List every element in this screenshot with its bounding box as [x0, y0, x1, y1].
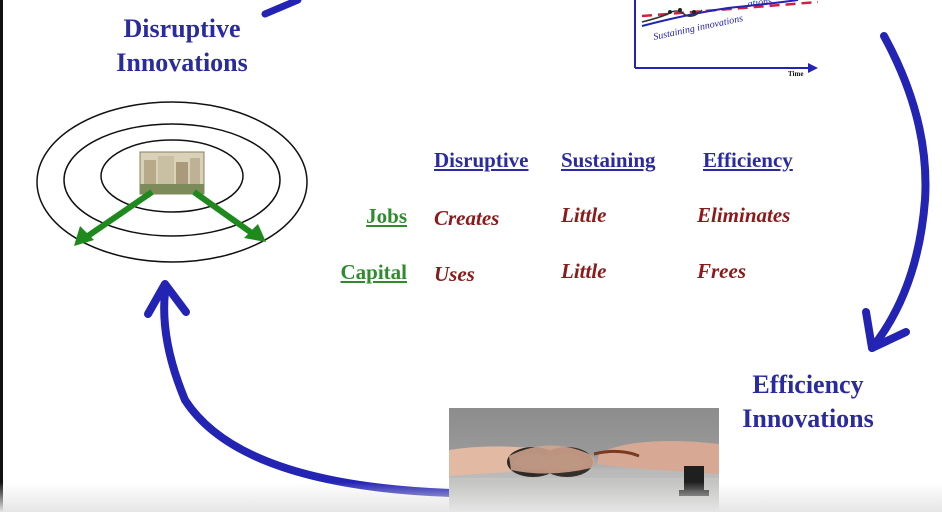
inset-wavy-line — [641, 9, 703, 23]
column-header-efficiency: Efficiency — [703, 148, 793, 172]
outer-ellipse — [36, 101, 308, 263]
bottom-fade — [0, 482, 942, 512]
middle-ellipse — [63, 123, 281, 237]
inner-ellipse — [100, 139, 244, 213]
arrow-to-market — [160, 288, 454, 497]
inset-x-arrowhead — [808, 63, 818, 73]
arrow-to-disruptive — [261, 0, 302, 18]
column-header-sustaining: Sustaining — [561, 148, 656, 172]
inset-x-label: Time — [788, 70, 803, 78]
inset-dots — [668, 8, 696, 14]
arrow-head-efficiency — [862, 308, 910, 352]
cell-jobs-disruptive: Creates — [434, 206, 500, 230]
heading-disruptive: Disruptive Innovations — [116, 14, 248, 77]
heading-efficiency: Efficiency Innovations — [742, 370, 874, 433]
slide-left-border — [0, 0, 3, 512]
column-header-disruptive: Disruptive — [434, 148, 529, 172]
concentric-market-diagram — [36, 101, 308, 263]
inset-chart: ations Sustaining innovations Time — [628, 0, 823, 78]
cell-jobs-efficiency: Eliminates — [697, 203, 791, 227]
inner-green-arrows — [74, 189, 266, 246]
arrow-head-market — [144, 280, 190, 318]
cell-capital-efficiency: Frees — [697, 259, 746, 283]
cell-capital-sustaining: Little — [561, 259, 607, 283]
inset-dashed-line — [641, 0, 819, 18]
inset-partial-label: ations — [747, 0, 773, 10]
row-header-jobs: Jobs — [366, 204, 407, 228]
inset-sustaining-curve — [641, 0, 799, 27]
inset-series-label: Sustaining innovations — [652, 13, 744, 43]
cell-capital-disruptive: Uses — [434, 262, 475, 286]
cell-jobs-sustaining: Little — [561, 203, 607, 227]
row-header-capital: Capital — [340, 260, 407, 284]
arrow-to-efficiency — [868, 32, 930, 352]
building-image-icon — [139, 151, 205, 195]
